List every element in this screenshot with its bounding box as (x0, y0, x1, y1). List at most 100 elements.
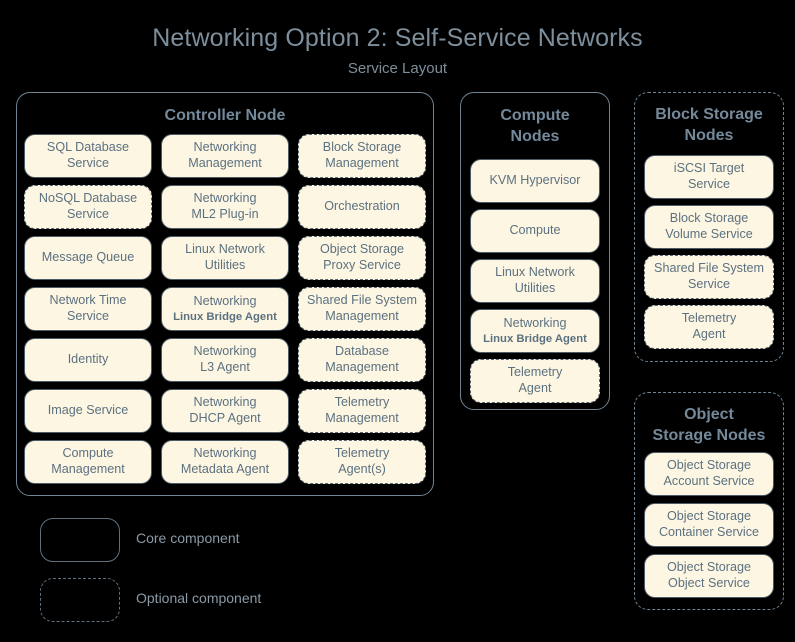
controller-node-group: Controller Node (16, 92, 434, 496)
controller-service-block-storage-management-sublabel: Management (325, 156, 399, 170)
controller-service-linux-network-utilities-sublabel: Utilities (204, 258, 246, 272)
compute-nodes-group: Compute Nodes (460, 92, 610, 410)
controller-node-title: Controller Node (164, 107, 286, 124)
controller-service-networking-l3-agent-sublabel: L3 Agent (200, 360, 250, 374)
controller-service-nosql-database-service-sublabel: Service (67, 207, 109, 221)
compute-service-compute[interactable]: Compute (470, 209, 600, 253)
controller-service-orchestration[interactable]: Orchestration (298, 185, 426, 229)
block-storage-service-telemetry-agent-label: Telemetry (681, 311, 737, 326)
legend-optional-label: Optional component (136, 590, 262, 606)
controller-service-message-queue-label: Message Queue (41, 250, 135, 265)
block-storage-service-shared-file-system-service-label: Shared File System (654, 261, 764, 276)
compute-service-networking-linux-bridge-agent-sublabel: Linux Bridge Agent (483, 332, 587, 345)
page-title: Networking Option 2: Self-Service Networ… (152, 24, 643, 52)
block-storage-service-iscsi-target-service-sublabel: Service (688, 177, 730, 191)
controller-service-shared-file-system-management-sublabel: Management (325, 309, 399, 323)
object-storage-service-object-storage-container-service-sublabel: Container Service (658, 525, 760, 539)
compute-service-linux-network-utilities-sublabel: Utilities (514, 281, 556, 295)
block-storage-title-line1: Block Storage (655, 106, 763, 123)
object-storage-service-object-storage-object-service-sublabel: Object Service (668, 576, 750, 590)
controller-service-telemetry-agent-s-sublabel: Agent(s) (338, 462, 386, 476)
controller-service-telemetry-management-sublabel: Management (325, 411, 399, 425)
compute-service-telemetry-agent-sublabel: Agent (518, 381, 552, 395)
controller-service-identity-label: Identity (67, 352, 109, 367)
object-storage-service-object-storage-object-service-label: Object Storage (666, 560, 751, 575)
controller-service-linux-network-utilities-label: Linux Network (185, 242, 265, 257)
object-storage-title-line2: Storage Nodes (652, 427, 766, 445)
controller-service-compute-management-sublabel: Management (51, 462, 125, 476)
compute-service-linux-network-utilities-label: Linux Network (495, 265, 575, 280)
controller-service-networking-linux-bridge-agent-sublabel: Linux Bridge Agent (173, 310, 277, 323)
controller-service-object-storage-proxy-service-label: Object Storage (319, 242, 404, 257)
page-subtitle: Service Layout (347, 60, 448, 77)
object-storage-nodes-group: Object Storage Nodes (634, 392, 784, 610)
controller-service-networking-metadata-agent-sublabel: Metadata Agent (180, 462, 270, 476)
controller-service-message-queue[interactable]: Message Queue (24, 236, 152, 280)
controller-service-network-time-service-sublabel: Service (67, 309, 109, 323)
controller-service-block-storage-management-label: Block Storage (322, 140, 402, 155)
controller-service-telemetry-agent-s-label: Telemetry (334, 446, 390, 461)
object-storage-title-line1: Object (684, 406, 734, 423)
controller-service-networking-ml2-plug-in-sublabel: ML2 Plug-in (191, 207, 259, 221)
object-storage-service-object-storage-account-service-label: Object Storage (666, 458, 751, 473)
controller-service-telemetry-management-label: Telemetry (334, 395, 390, 410)
compute-nodes-title-line2: Nodes (510, 128, 560, 146)
legend-core-label: Core component (136, 530, 240, 546)
controller-service-sql-database-service-sublabel: Service (67, 156, 109, 170)
controller-service-networking-management-sublabel: Management (188, 156, 262, 170)
controller-service-compute-management-label: Compute (62, 446, 114, 461)
controller-service-networking-management-label: Networking (193, 140, 257, 155)
block-storage-service-telemetry-agent-sublabel: Agent (692, 327, 726, 341)
controller-service-shared-file-system-management-label: Shared File System (307, 293, 417, 308)
controller-service-network-time-service-label: Network Time (49, 293, 127, 308)
controller-service-image-service-label: Image Service (47, 403, 129, 418)
compute-service-compute-label: Compute (509, 223, 561, 238)
block-storage-service-block-storage-volume-service-sublabel: Volume Service (665, 227, 753, 241)
object-storage-service-object-storage-container-service-label: Object Storage (666, 509, 751, 524)
controller-service-networking-metadata-agent-label: Networking (193, 446, 257, 461)
controller-service-networking-l3-agent-label: Networking (193, 344, 257, 359)
controller-service-networking-ml2-plug-in-label: Networking (193, 191, 257, 206)
controller-service-orchestration-label: Orchestration (324, 199, 400, 214)
block-storage-service-shared-file-system-service-sublabel: Service (688, 277, 730, 291)
block-storage-title-line2: Nodes (684, 127, 734, 145)
controller-service-networking-dhcp-agent-sublabel: DHCP Agent (189, 411, 261, 425)
controller-service-image-service[interactable]: Image Service (24, 389, 152, 433)
controller-service-object-storage-proxy-service-sublabel: Proxy Service (323, 258, 401, 272)
title-block: Networking Option 2: Self-Service Networ… (0, 0, 795, 77)
block-storage-service-iscsi-target-service-label: iSCSI Target (673, 161, 745, 176)
controller-service-identity[interactable]: Identity (24, 338, 152, 382)
compute-nodes-title-line1: Compute (500, 107, 570, 124)
controller-service-nosql-database-service-label: NoSQL Database (38, 191, 138, 206)
legend-optional-swatch (40, 578, 120, 622)
compute-service-kvm-hypervisor[interactable]: KVM Hypervisor (470, 159, 600, 203)
controller-service-database-management-label: Database (335, 344, 389, 359)
